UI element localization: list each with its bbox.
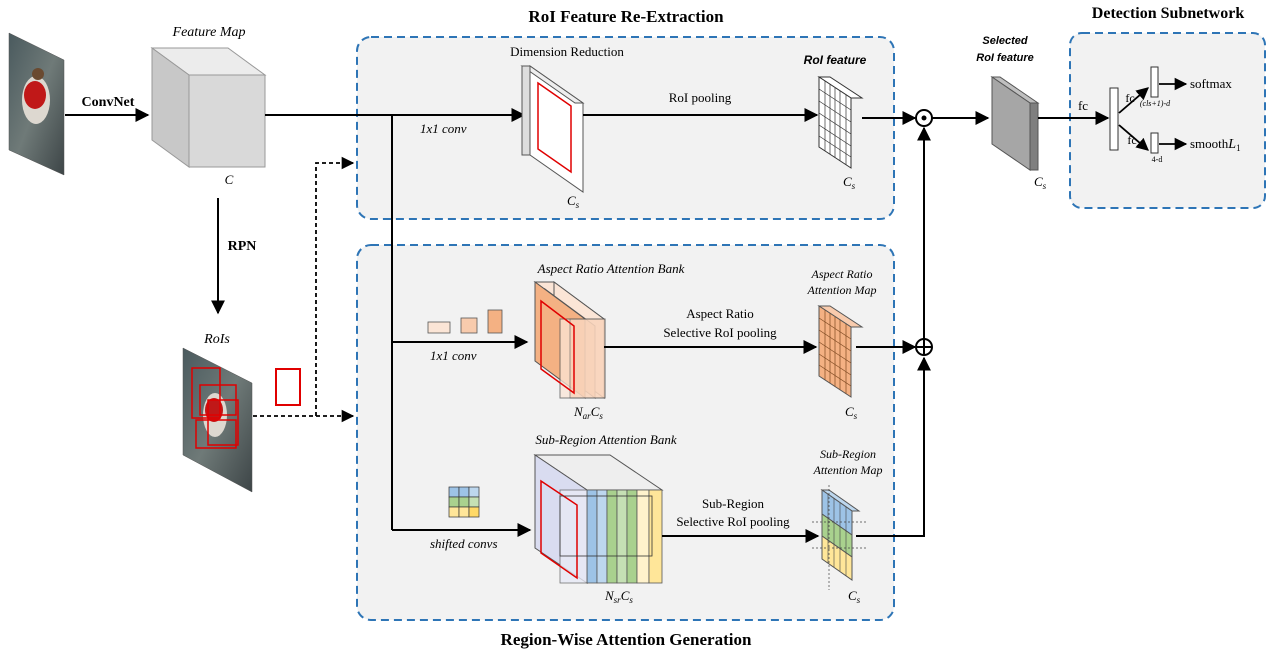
region-attention-title: Region-Wise Attention Generation [501, 630, 752, 649]
smooth-l1-label: smoothL1 [1190, 136, 1241, 153]
cls-output [1150, 66, 1159, 98]
box-dim-label: 4-d [1152, 155, 1163, 164]
detection-subnetwork-title: Detection Subnetwork [1092, 5, 1245, 22]
selected-roi-feature [990, 76, 1040, 171]
sr-attention-bank [533, 454, 664, 584]
sr-map-label-1: Sub-Region [820, 447, 876, 461]
box-output [1150, 132, 1159, 154]
fc-upper-label: fc [1125, 91, 1134, 105]
dimension-reduction-slab [520, 65, 585, 193]
roi-reextraction-title: RoI Feature Re-Extraction [528, 7, 724, 26]
ar-bank-title: Aspect Ratio Attention Bank [537, 261, 685, 276]
sr-small-grid [448, 486, 480, 518]
fc-lower-label: fc [1127, 133, 1136, 147]
sr-map-label-2: Attention Map [813, 463, 883, 477]
fc-layer [1109, 87, 1119, 151]
sr-attention-map [812, 485, 866, 590]
multiply-operator [915, 109, 933, 127]
ar-pool-label-2: Selective RoI pooling [663, 325, 777, 340]
convnet-label: ConvNet [82, 95, 135, 110]
sr-bank-title: Sub-Region Attention Bank [535, 432, 677, 447]
ar-attention-map [817, 305, 864, 398]
rois-label: RoIs [203, 332, 230, 347]
ar-small-shapes [427, 309, 503, 334]
rois-image [182, 347, 253, 493]
cls-dim-label: (cls+1)-d [1140, 99, 1171, 108]
conv1x1-mid-label: 1x1 conv [430, 348, 477, 363]
roi-pooling-label: RoI pooling [669, 90, 732, 105]
feature-map-cube [150, 47, 267, 168]
input-image [8, 32, 65, 176]
shifted-convs-label: shifted convs [430, 536, 498, 551]
nsr-cs-label: NsrCs [604, 588, 633, 605]
roi-feature-label: RoI feature [804, 53, 867, 67]
nar-cs-label: NarCs [573, 404, 603, 421]
selected-roi-label-2: RoI feature [976, 52, 1033, 64]
fc-to-cls-arrow [1118, 87, 1149, 114]
fc-main-label: fc [1078, 98, 1088, 113]
single-roi-box [275, 368, 301, 406]
ar-attention-bank [533, 281, 606, 399]
sr-pool-label-1: Sub-Region [702, 496, 765, 511]
roi-reextraction-panel [356, 36, 895, 220]
softmax-label: softmax [1190, 76, 1232, 91]
dimension-reduction-label: Dimension Reduction [510, 44, 624, 59]
roi-dotted-path [253, 156, 355, 417]
add-operator [915, 338, 933, 356]
roi-feature-grid [817, 76, 864, 169]
sr-pool-label-2: Selective RoI pooling [676, 514, 790, 529]
fc-to-box-arrow [1118, 124, 1149, 151]
conv1x1-top-label: 1x1 conv [420, 121, 467, 136]
feature-map-channels: C [225, 172, 234, 187]
selected-roi-label-1: Selected [982, 35, 1028, 47]
detection-subnetwork-panel [1069, 32, 1266, 209]
rpn-label: RPN [228, 239, 257, 254]
ar-map-label-1: Aspect Ratio [811, 267, 873, 281]
region-attention-panel [356, 244, 895, 621]
ar-map-label-2: Attention Map [807, 283, 877, 297]
srmap-to-add [856, 356, 931, 537]
ar-pool-label-1: Aspect Ratio [686, 306, 754, 321]
feature-map-label: Feature Map [172, 25, 246, 40]
cs-selected-label: Cs [1034, 174, 1047, 191]
